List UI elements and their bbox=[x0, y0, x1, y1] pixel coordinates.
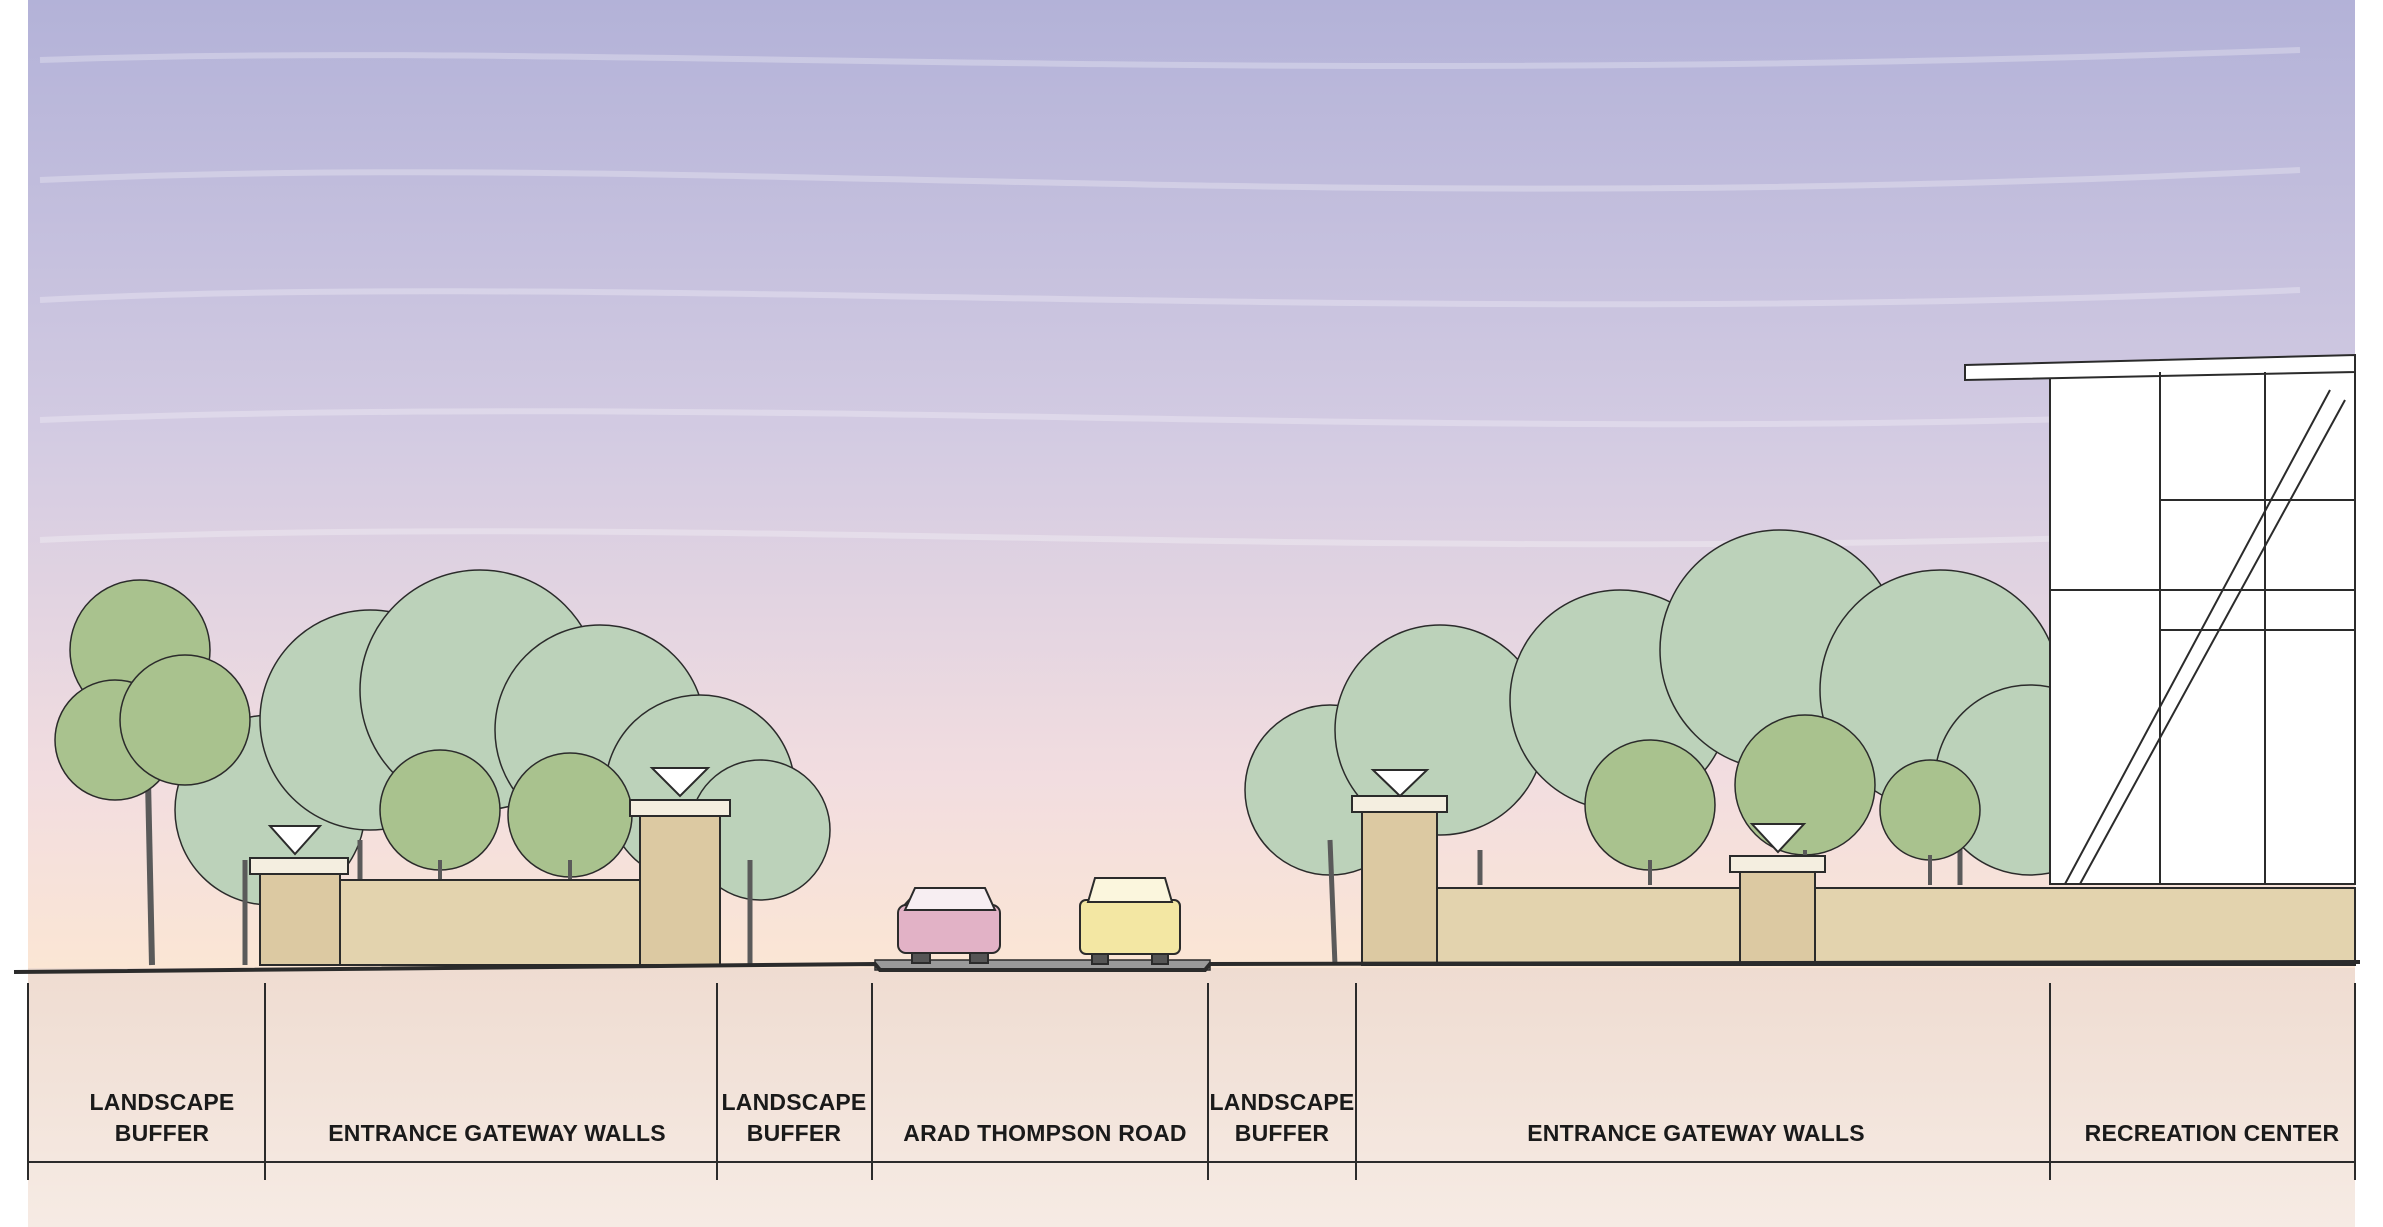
ground-line bbox=[13, 960, 2361, 974]
label-entrance-gateway-walls-1: ENTRANCE GATEWAY WALLS bbox=[328, 1120, 666, 1146]
right-small-trees bbox=[1584, 714, 1981, 871]
label-recreation-center: RECREATION CENTER bbox=[2084, 1120, 2340, 1146]
left-buffer-tree bbox=[54, 579, 251, 966]
left-gateway-wall bbox=[249, 799, 731, 966]
right-tree-canopy bbox=[1244, 529, 2126, 876]
car-yellow bbox=[1079, 877, 1181, 965]
car-pink bbox=[897, 887, 1001, 964]
left-pillar-urns bbox=[267, 767, 711, 856]
left-small-trees bbox=[379, 749, 633, 878]
label-entrance-gateway-walls-2: ENTRANCE GATEWAY WALLS bbox=[1527, 1120, 1865, 1146]
sky-streaks bbox=[39, 47, 2301, 548]
right-pillar-urns bbox=[1370, 769, 1807, 854]
dimension-lines bbox=[27, 983, 2356, 1180]
right-gateway-wall bbox=[1351, 795, 2356, 966]
recreation-center-building bbox=[1964, 353, 2356, 885]
ground bbox=[28, 968, 2355, 1227]
label-arad-thompson-road: ARAD THOMPSON ROAD bbox=[903, 1120, 1187, 1146]
left-tree-trunks bbox=[242, 840, 753, 965]
